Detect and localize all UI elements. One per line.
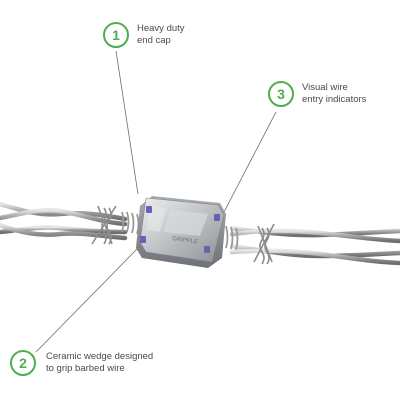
callout-2-line-1: Ceramic wedge designed [46, 351, 154, 362]
callout-1-badge: 1 [103, 22, 129, 48]
joiner-brand-mark: GRIPPLE [172, 236, 199, 246]
leader-line-2 [35, 247, 139, 353]
entry-indicator-bottom-right [204, 246, 210, 253]
callout-1-line-2: end cap [137, 35, 171, 46]
wire-coil-left [121, 211, 140, 235]
callout-3-label: Visual wire entry indicators [302, 82, 366, 106]
wire-joiner: GRIPPLE [136, 196, 226, 268]
leader-line-3 [223, 111, 277, 213]
entry-indicator-top-right [214, 214, 220, 221]
callout-2-line-2: to grip barbed wire [46, 363, 125, 374]
leader-line-1 [115, 50, 139, 195]
callout-3-line-2: entry indicators [302, 94, 367, 105]
callout-3-line-1: Visual wire [302, 82, 348, 93]
barbed-wire-right [229, 225, 400, 266]
entry-indicator-bottom-left [140, 236, 146, 243]
wire-coil-right [225, 225, 239, 251]
callout-1-line-1: Heavy duty [137, 23, 185, 34]
barb-left [91, 205, 117, 245]
callout-2-label: Ceramic wedge designed to grip barbed wi… [46, 351, 153, 375]
callout-3-badge: 3 [268, 81, 294, 107]
barb-right [253, 223, 275, 265]
callout-1-label: Heavy duty end cap [137, 23, 185, 47]
callout-2-badge: 2 [10, 350, 36, 376]
entry-indicator-top-left [146, 206, 152, 213]
